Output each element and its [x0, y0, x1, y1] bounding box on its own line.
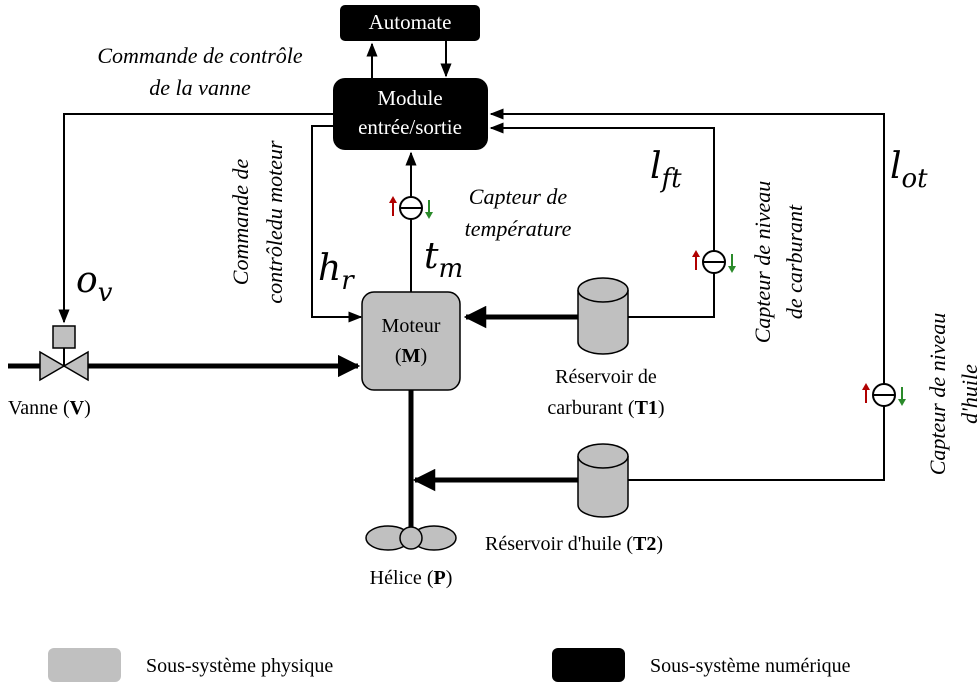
legend-physical-label: Sous-système physique — [146, 655, 333, 677]
signal-lft: lft — [650, 146, 682, 194]
fuel-tank-label-line1: Réservoir de — [555, 366, 657, 388]
signal-ov: ov — [76, 260, 113, 308]
propeller-label: Hélice (P) — [370, 567, 453, 589]
oil-sensor-annotation-line2: d'huile — [957, 364, 978, 424]
valve-command-annotation-line1: Commande de contrôle — [97, 43, 303, 68]
fuel-level-sensor-icon — [692, 250, 736, 274]
automate-label: Automate — [369, 10, 452, 34]
oil-tank-icon — [577, 443, 629, 518]
motor-command-annotation-line1: Commande de — [228, 159, 253, 286]
temperature-sensor-annotation-line1: Capteur de — [469, 184, 568, 209]
legend-digital-label: Sous-système numérique — [650, 655, 851, 677]
propeller-icon — [365, 525, 457, 551]
module-io-block: Module entrée/sortie — [333, 78, 488, 150]
legend-digital-swatch — [552, 648, 625, 682]
fuel-tank-icon — [577, 277, 629, 355]
signal-tm: tm — [424, 236, 463, 284]
valve-command-line — [58, 113, 333, 324]
motor-block: Moteur (M) — [361, 291, 461, 391]
module-label-line2: entrée/sortie — [358, 115, 462, 139]
oil-tank-label: Réservoir d'huile (T2) — [485, 533, 663, 555]
signal-hr: hr — [318, 248, 355, 296]
signal-lot: lot — [890, 146, 928, 194]
temperature-sensor-icon — [389, 196, 433, 220]
valve-icon — [39, 325, 89, 382]
oil-sensor-annotation-line1: Capteur de niveau — [925, 313, 950, 476]
fuel-tank-label-line2: carburant (T1) — [547, 397, 664, 419]
automate-block: Automate — [340, 5, 480, 41]
valve-label: Vanne (V) — [8, 397, 91, 419]
legend-physical-swatch — [48, 648, 121, 682]
motor-command-annotation-line2: contrôledu moteur — [262, 140, 287, 304]
legend: Sous-système physique Sous-système numér… — [48, 648, 851, 682]
motor-label-line2: (M) — [395, 345, 427, 367]
temperature-sensor-annotation-line2: température — [465, 216, 572, 241]
motor-label-line1: Moteur — [382, 315, 441, 337]
valve-command-annotation-line2: de la vanne — [149, 75, 251, 100]
module-label-line1: Module — [377, 86, 442, 110]
oil-level-sensor-icon — [862, 383, 906, 407]
fuel-sensor-annotation-line1: Capteur de niveau — [750, 181, 775, 344]
oil-level-signal-line — [489, 108, 885, 481]
motor-command-line — [311, 125, 363, 323]
fuel-sensor-annotation-line2: de carburant — [782, 204, 807, 319]
fuel-level-signal-line — [489, 122, 715, 318]
